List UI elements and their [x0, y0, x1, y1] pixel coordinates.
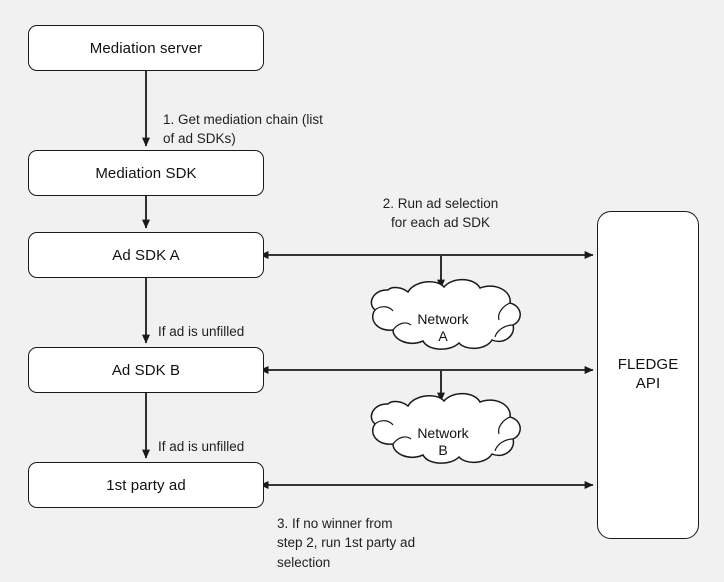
edge-label-step-2: 2. Run ad selection for each ad SDK — [358, 174, 523, 233]
edge-label-step-3-text: 3. If no winner from step 2, run 1st par… — [277, 515, 416, 570]
node-ad-sdk-b-label: Ad SDK B — [111, 361, 181, 379]
node-mediation-server[interactable]: Mediation server — [28, 25, 264, 71]
node-ad-sdk-b[interactable]: Ad SDK B — [28, 347, 264, 393]
cloud-network-b — [370, 392, 521, 464]
node-mediation-sdk[interactable]: Mediation SDK — [28, 150, 264, 196]
cloud-network-b-detail — [374, 416, 514, 452]
edge-label-step-1: 1. Get mediation chain (list of ad SDKs) — [163, 90, 388, 149]
cloud-network-a-detail — [374, 302, 514, 338]
node-ad-sdk-a[interactable]: Ad SDK A — [28, 232, 264, 278]
node-fledge-api-label: FLEDGE API — [617, 356, 679, 392]
edge-label-step-3: 3. If no winner from step 2, run 1st par… — [277, 494, 492, 572]
node-first-party-ad-label: 1st party ad — [106, 476, 186, 494]
node-ad-sdk-a-label: Ad SDK A — [112, 246, 180, 264]
edge-label-unfilled-b: If ad is unfilled — [158, 417, 318, 456]
node-fledge-api[interactable]: FLEDGE API — [597, 211, 699, 539]
edge-label-step-1-text: 1. Get mediation chain (list of ad SDKs) — [163, 111, 323, 147]
edge-label-step-2-text: 2. Run ad selection for each ad SDK — [382, 195, 499, 231]
node-mediation-server-label: Mediation server — [89, 39, 203, 57]
node-first-party-ad[interactable]: 1st party ad — [28, 462, 264, 508]
edge-label-unfilled-b-text: If ad is unfilled — [158, 438, 245, 454]
edge-label-unfilled-a: If ad is unfilled — [158, 302, 318, 341]
edge-label-unfilled-a-text: If ad is unfilled — [158, 323, 245, 339]
cloud-network-a — [370, 278, 521, 350]
node-mediation-sdk-label: Mediation SDK — [95, 164, 197, 182]
